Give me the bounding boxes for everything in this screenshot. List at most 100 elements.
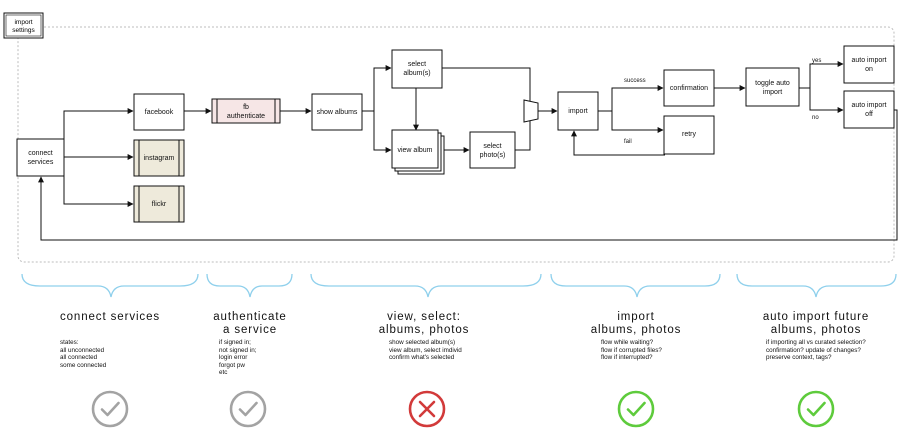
section-title-auto-import-line1: auto import future — [762, 311, 870, 323]
edge-showalbums-selectalbums — [362, 65, 392, 112]
section-title-authenticate-line1: authenticate — [213, 311, 287, 323]
brace-authenticate — [206, 273, 293, 298]
settings-tab-line2: settings — [12, 27, 35, 34]
node-select-albums[interactable]: select album(s) — [391, 49, 443, 89]
edge-toggle-on — [799, 61, 844, 89]
edge-toggle-off — [809, 88, 844, 113]
note-line: all connected — [60, 354, 98, 362]
node-select-photos-line1: select — [483, 143, 501, 150]
node-flickr-label: flickr — [152, 201, 167, 208]
note-line: if importing all vs curated selection? — [766, 339, 866, 346]
note-line: flow if interrupted? — [601, 354, 653, 362]
node-view-album[interactable]: view album — [391, 129, 445, 175]
node-connect-services-line1: connect — [28, 150, 53, 157]
note-line: if signed in; — [219, 339, 251, 346]
edge-connect-flickr — [63, 157, 134, 207]
section-notes-connect: states: all unconnected all connected so… — [60, 339, 106, 369]
status-icons — [91, 390, 835, 428]
status-cross-icon — [408, 390, 446, 428]
note-line: some connected — [60, 361, 107, 369]
label-yes: yes — [812, 58, 821, 64]
edge-connect-facebook — [63, 108, 134, 157]
note-line: view album, select imdivid — [389, 346, 462, 354]
section-title-import-line1: import — [617, 311, 655, 323]
section-title-view-select-line2: albums, photos — [378, 324, 470, 336]
section-notes-import: flow while waiting? flow if corrupted fi… — [601, 339, 662, 362]
note-line: preserve context, tags? — [766, 354, 832, 362]
node-instagram-label: instagram — [144, 155, 175, 162]
node-select-photos-line2: photo(s) — [480, 152, 506, 159]
section-title-view-select: view, select: albums, photos — [334, 311, 514, 337]
node-fb-authenticate[interactable]: fb authenticate — [211, 98, 281, 124]
brace-connect — [21, 273, 199, 298]
brace-auto-import — [736, 273, 897, 298]
note-line: login error — [219, 354, 248, 362]
node-auto-import-off[interactable]: auto import off — [843, 90, 895, 129]
note-line: flow if corrupted files? — [601, 346, 662, 354]
section-notes-auto-import: if importing all vs curated selection? c… — [766, 339, 866, 362]
section-title-import: import albums, photos — [546, 311, 726, 337]
status-check-icon — [91, 390, 129, 428]
node-toggle-line1: toggle auto — [755, 80, 790, 87]
edge-showalbums-viewalbum — [373, 111, 392, 153]
note-line: etc — [219, 369, 228, 377]
node-select-photos[interactable]: select photo(s) — [469, 131, 516, 169]
node-import[interactable]: import — [557, 91, 599, 131]
note-line: states: — [60, 339, 79, 346]
status-check-icon — [617, 390, 655, 428]
node-show-albums[interactable]: show albums — [311, 93, 363, 131]
brace-import — [550, 273, 721, 298]
note-line: show selected album(s) — [389, 339, 456, 346]
note-line: all unconnected — [60, 346, 105, 354]
section-braces — [21, 273, 897, 298]
note-line: flow while waiting? — [601, 339, 654, 346]
node-auto-on-line1: auto import — [851, 57, 886, 64]
node-flickr[interactable]: flickr — [133, 185, 185, 223]
node-auto-on-line2: on — [865, 66, 873, 73]
note-line: confirmation? update of changes? — [766, 346, 861, 354]
node-connect-services[interactable]: connect services — [16, 138, 65, 177]
label-success: success — [624, 78, 646, 84]
node-toggle-line2: import — [763, 89, 783, 96]
note-line: confirm what's selected — [389, 354, 455, 362]
note-line: not signed in; — [219, 346, 257, 354]
settings-tab-line1: import — [14, 19, 32, 26]
section-title-import-line2: albums, photos — [590, 324, 682, 336]
node-facebook[interactable]: facebook — [133, 93, 185, 131]
node-fb-authenticate-line1: fb — [243, 104, 249, 111]
section-notes-view-select: show selected album(s) view album, selec… — [389, 339, 462, 362]
status-check-icon — [797, 390, 835, 428]
label-no: no — [812, 115, 819, 121]
node-retry-label: retry — [682, 131, 697, 138]
edge-selectalbums-merge — [442, 67, 531, 101]
section-title-view-select-line1: view, select: — [387, 311, 461, 323]
node-select-albums-line1: select — [408, 61, 426, 68]
node-auto-off-line1: auto import — [851, 102, 886, 109]
label-fail: fail — [624, 139, 632, 145]
node-auto-import-on[interactable]: auto import on — [843, 45, 895, 84]
section-title-auto-import-line2: albums, photos — [770, 324, 862, 336]
node-fb-authenticate-line2: authenticate — [227, 113, 265, 120]
section-title-auto-import: auto import future albums, photos — [726, 311, 900, 337]
section-title-authenticate-line2: a service — [222, 324, 278, 336]
merge-gateway — [523, 99, 539, 123]
node-view-album-label: view album — [397, 147, 432, 154]
edge-selectphotos-merge — [515, 121, 531, 151]
import-settings-tab[interactable]: import settings — [3, 12, 44, 39]
node-instagram[interactable]: instagram — [133, 139, 185, 177]
node-facebook-label: facebook — [145, 109, 174, 116]
section-title-authenticate: authenticate a service — [160, 311, 340, 337]
section-title-connect-line1: connect services — [59, 311, 161, 323]
node-show-albums-label: show albums — [317, 109, 358, 116]
node-confirmation[interactable]: confirmation — [663, 69, 715, 107]
edge-import-retry — [611, 111, 664, 133]
node-retry[interactable]: retry — [663, 115, 715, 155]
node-confirmation-label: confirmation — [670, 85, 708, 92]
node-connect-services-line2: services — [28, 159, 54, 166]
note-line: forgot pw — [219, 361, 245, 369]
node-auto-off-line2: off — [865, 111, 873, 118]
node-toggle-auto-import[interactable]: toggle auto import — [745, 67, 800, 107]
brace-view-select — [310, 273, 542, 298]
edge-return-loop — [38, 109, 898, 241]
